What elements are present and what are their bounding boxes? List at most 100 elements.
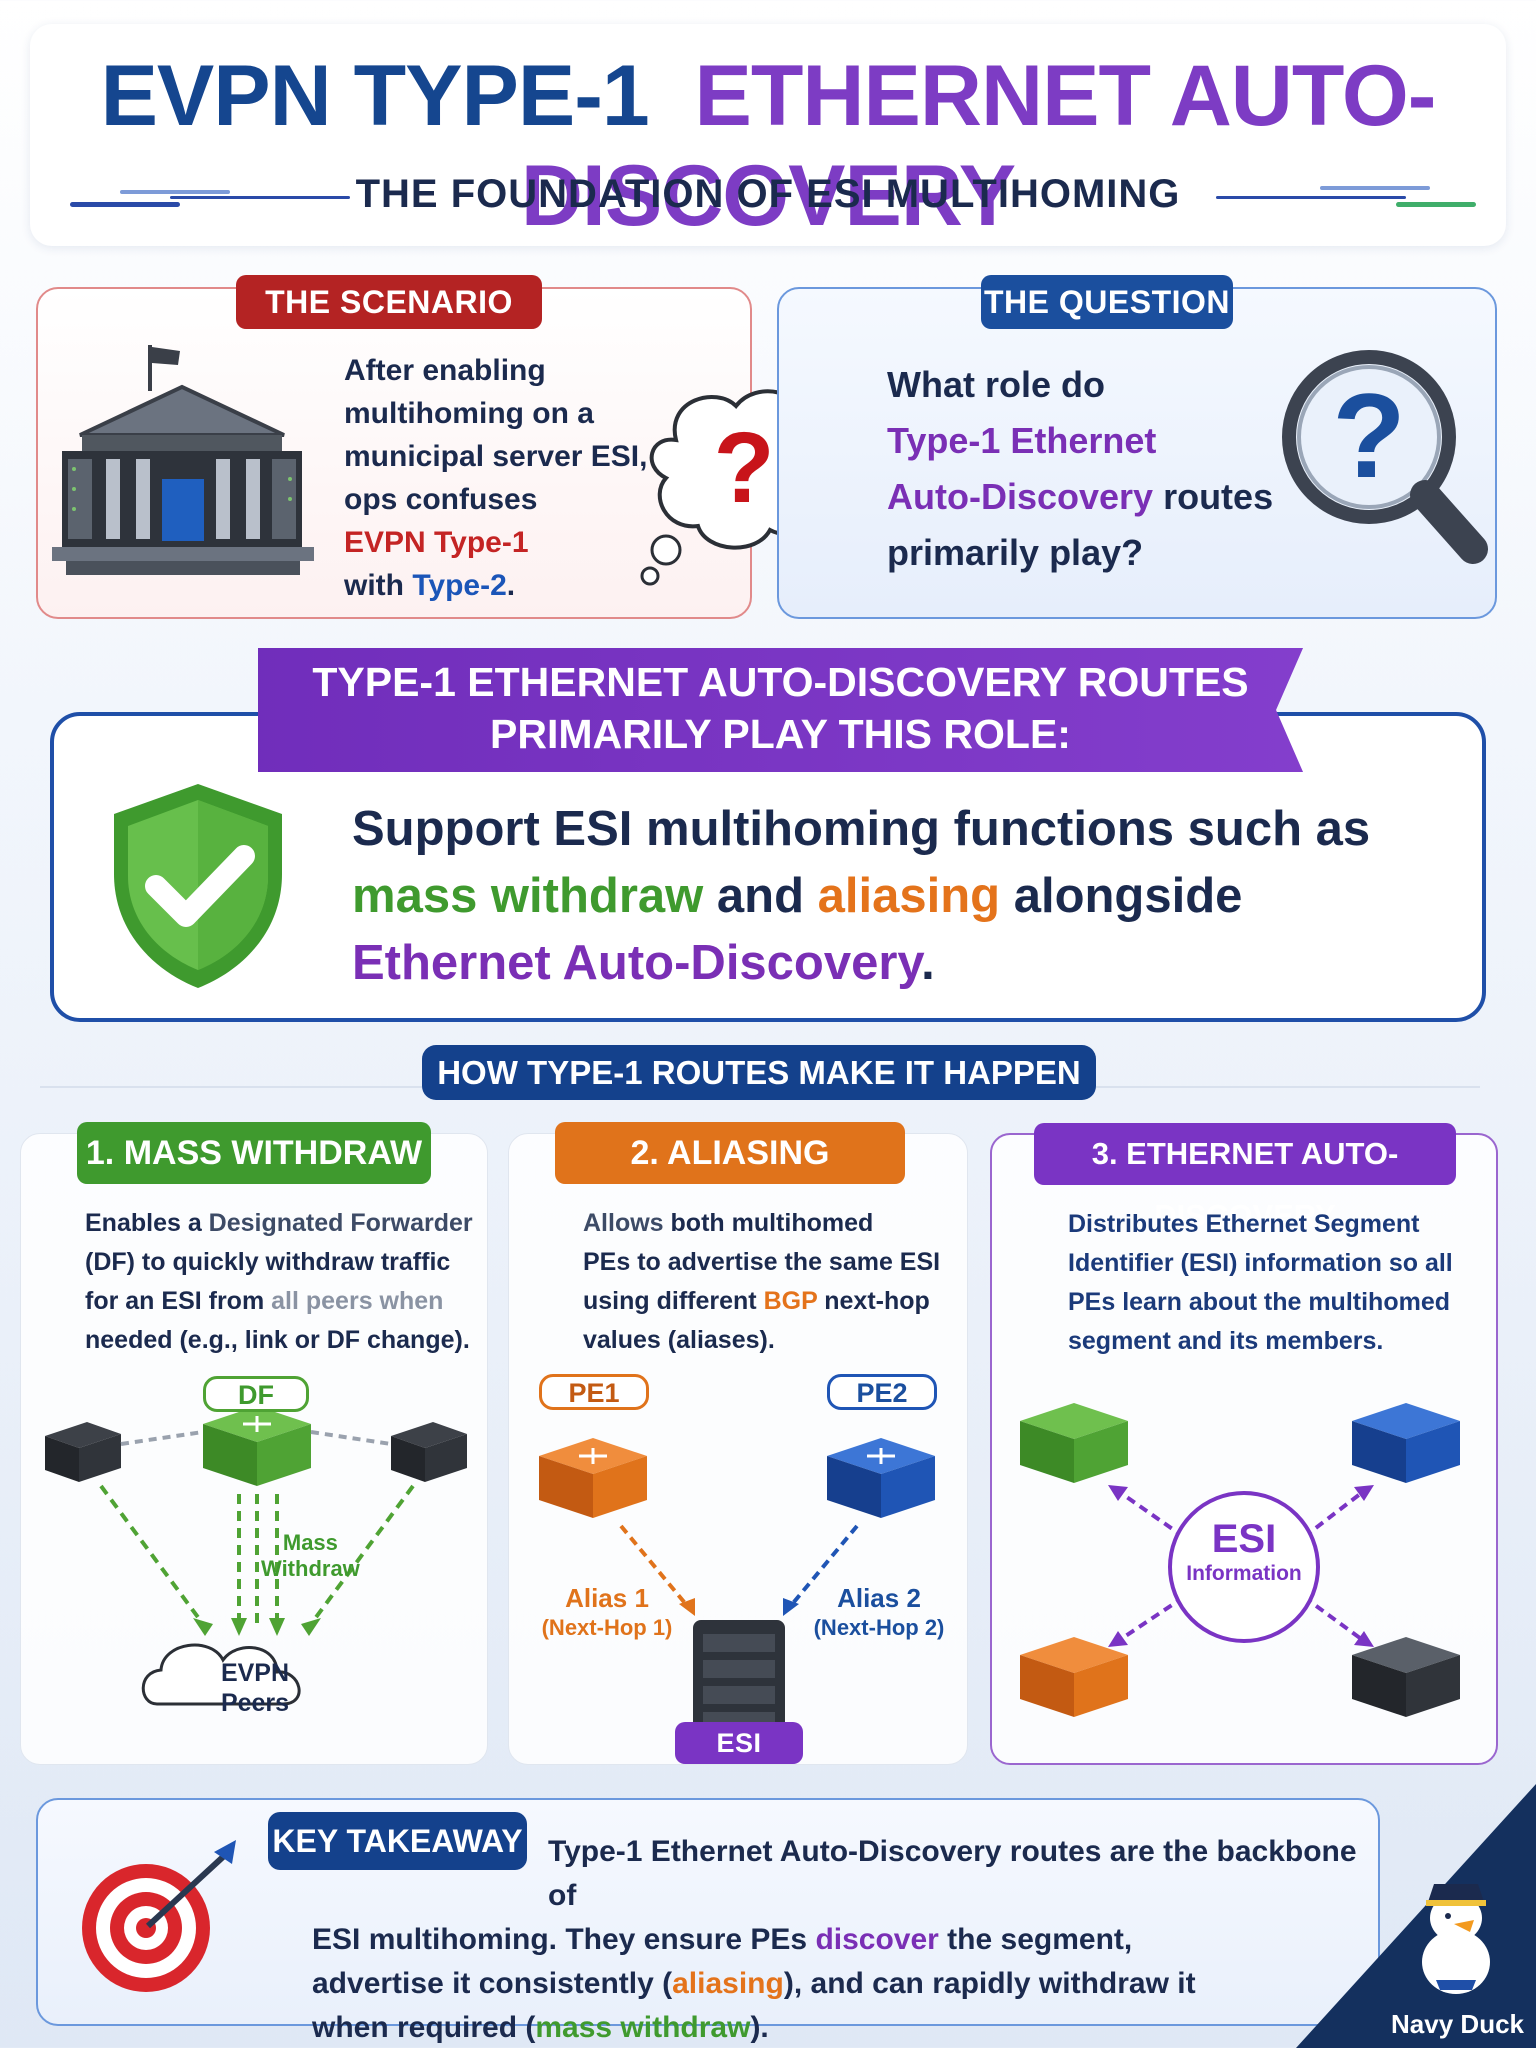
takeaway-line: Type-1 Ethernet Auto-Discovery routes ar… <box>548 1835 1357 1912</box>
alias-sub: (Next-Hop 1) <box>541 1615 673 1640</box>
how-label: HOW TYPE-1 ROUTES MAKE IT HAPPEN <box>422 1045 1096 1100</box>
alias-title: Alias 2 <box>837 1583 921 1613</box>
alias-1-label: Alias 1 (Next-Hop 1) <box>527 1582 687 1642</box>
scenario-line: multihoming on a <box>344 397 594 430</box>
text-aliasing: aliasing <box>817 869 1001 923</box>
text-line: using different BGP next-hop <box>583 1282 963 1321</box>
decor-line <box>120 190 230 194</box>
right-peer-switch-icon <box>391 1422 467 1482</box>
text-span: the segment, <box>938 1923 1133 1956</box>
title-part-1: EVPN TYPE-1 <box>100 48 650 144</box>
text-span: when required ( <box>312 2011 536 2044</box>
text-span: ). <box>750 2011 769 2044</box>
pe1-tag: PE1 <box>539 1374 649 1410</box>
text-line: (DF) to quickly withdraw traffic <box>85 1248 451 1276</box>
df-switch-icon <box>203 1406 311 1486</box>
esi-node-sub: Information <box>1186 1562 1302 1585</box>
header: EVPN TYPE-1 ETHERNET AUTO-DISCOVERY THE … <box>30 24 1506 246</box>
text-span: using different <box>583 1287 764 1315</box>
mass-withdraw-card: 1. MASS WITHDRAW Enables a Designated Fo… <box>20 1122 488 1765</box>
alias-sub: (Next-Hop 2) <box>813 1615 945 1640</box>
green-switch-icon <box>1020 1403 1128 1483</box>
text-span: next-hop <box>817 1287 930 1315</box>
svg-text:?: ? <box>1332 369 1405 503</box>
alias-2-label: Alias 2 (Next-Hop 2) <box>799 1582 959 1642</box>
scenario-line: municipal server ESI, <box>344 440 648 473</box>
title-part-2: ETHERNET AUTO-DISCOVERY <box>520 48 1437 244</box>
text-ead: Ethernet Auto-Discovery <box>352 936 922 990</box>
text-line: for an ESI from all peers when <box>85 1282 485 1321</box>
peers-line: EVPN <box>220 1659 290 1687</box>
page-title: EVPN TYPE-1 ETHERNET AUTO-DISCOVERY <box>30 46 1506 246</box>
text-span: and <box>703 869 818 923</box>
text-type2: Type-2 <box>412 569 507 602</box>
mass-withdraw-diagram <box>45 1406 467 1706</box>
question-line: Auto-Discovery routes <box>887 469 1287 525</box>
page-subtitle: THE FOUNDATION OF ESI MULTIHOMING <box>355 172 1181 216</box>
question-line: What role do <box>887 364 1105 405</box>
text-highlight: Auto-Discovery <box>887 476 1154 517</box>
decor-line <box>1216 196 1406 199</box>
magnifying-glass-question-icon: ? <box>1282 350 1488 564</box>
left-peer-switch-icon <box>45 1422 121 1482</box>
text-span: . <box>921 936 935 990</box>
esi-server-icon <box>693 1620 785 1740</box>
answer-text: Support ESI multihoming functions such a… <box>352 796 1442 997</box>
pe2-tag: PE2 <box>827 1374 937 1410</box>
scenario-line-type1: EVPN Type-1 <box>344 526 529 559</box>
text-line: Identifier (ESI) information so all <box>1068 1249 1453 1277</box>
ead-text: Distributes Ethernet Segment Identifier … <box>1068 1205 1488 1361</box>
text-span: all <box>271 1287 299 1315</box>
aliasing-diagram <box>539 1438 935 1740</box>
decor-line <box>70 202 180 207</box>
text-line: Allows both multihomed <box>583 1204 963 1243</box>
decor-line <box>1320 186 1430 190</box>
takeaway-panel <box>36 1798 1380 2026</box>
text-span: for an ESI from <box>85 1287 272 1315</box>
text-line: PEs learn about the multihomed <box>1068 1288 1450 1316</box>
aliasing-title: 2. ALIASING <box>555 1122 905 1184</box>
text-aliasing: aliasing <box>672 1967 784 2000</box>
text-span: alongside <box>1000 869 1243 923</box>
text-line: values (aliases). <box>583 1326 775 1354</box>
label-line: Withdraw <box>261 1556 360 1581</box>
banner-line: PRIMARILY PLAY THIS ROLE: <box>490 711 1071 757</box>
question-label: THE QUESTION <box>981 275 1233 329</box>
mass-withdraw-arrow-label: Mass Withdraw <box>261 1530 360 1582</box>
label-line: Mass <box>282 1530 338 1555</box>
ead-title: 3. ETHERNET AUTO-DISCOVERY <box>1034 1123 1456 1233</box>
takeaway-label: KEY TAKEAWAY <box>268 1812 527 1870</box>
mass-withdraw-title: 1. MASS WITHDRAW <box>77 1122 431 1184</box>
text-span: ), and can rapidly withdraw it <box>783 1967 1196 2000</box>
question-line: primarily play? <box>887 532 1144 573</box>
takeaway-line: ESI multihoming. They ensure PEs discove… <box>312 1918 1372 1962</box>
scenario-line: ops confuses <box>344 483 538 516</box>
aliasing-card: 2. ALIASING Allows both multihomed PEs t… <box>508 1122 968 1765</box>
text-span: advertise it consistently ( <box>312 1967 673 2000</box>
decor-line <box>1396 202 1476 207</box>
target-arrow-icon <box>82 1840 236 1992</box>
answer-line: mass withdraw and aliasing alongside <box>352 863 1442 930</box>
scenario-text: After enabling multihoming on a municipa… <box>344 349 664 607</box>
decor-line <box>170 196 350 199</box>
question-line-highlight: Type-1 Ethernet <box>887 420 1157 461</box>
answer-line: Support ESI multihoming functions such a… <box>352 802 1371 856</box>
text-span: Enables a <box>85 1209 209 1237</box>
text-span: with <box>344 569 413 602</box>
peers-line: Peers <box>220 1689 290 1717</box>
text-line: PEs to advertise the same ESI <box>583 1248 941 1276</box>
mass-withdraw-text: Enables a Designated Forwarder (DF) to q… <box>85 1204 485 1360</box>
text-mass-withdraw: mass withdraw <box>352 869 704 923</box>
text-line: segment and its members. <box>1068 1327 1384 1355</box>
text-span: peers when <box>298 1287 444 1315</box>
esi-tag: ESI <box>675 1722 803 1764</box>
question-text: What role do Type-1 Ethernet Auto-Discov… <box>887 357 1287 581</box>
government-building-icon <box>52 345 314 575</box>
takeaway-line: advertise it consistently (aliasing), an… <box>312 1962 1372 2006</box>
ead-card: 3. ETHERNET AUTO-DISCOVERY Distributes E… <box>990 1123 1498 1765</box>
brand-label: Navy Duck <box>1391 2009 1524 2039</box>
esi-node-title: ESI <box>1211 1517 1277 1561</box>
scenario-label: THE SCENARIO <box>236 275 542 329</box>
text-line: Distributes Ethernet Segment <box>1068 1210 1420 1238</box>
esi-information-node: ESI Information <box>1168 1517 1320 1587</box>
